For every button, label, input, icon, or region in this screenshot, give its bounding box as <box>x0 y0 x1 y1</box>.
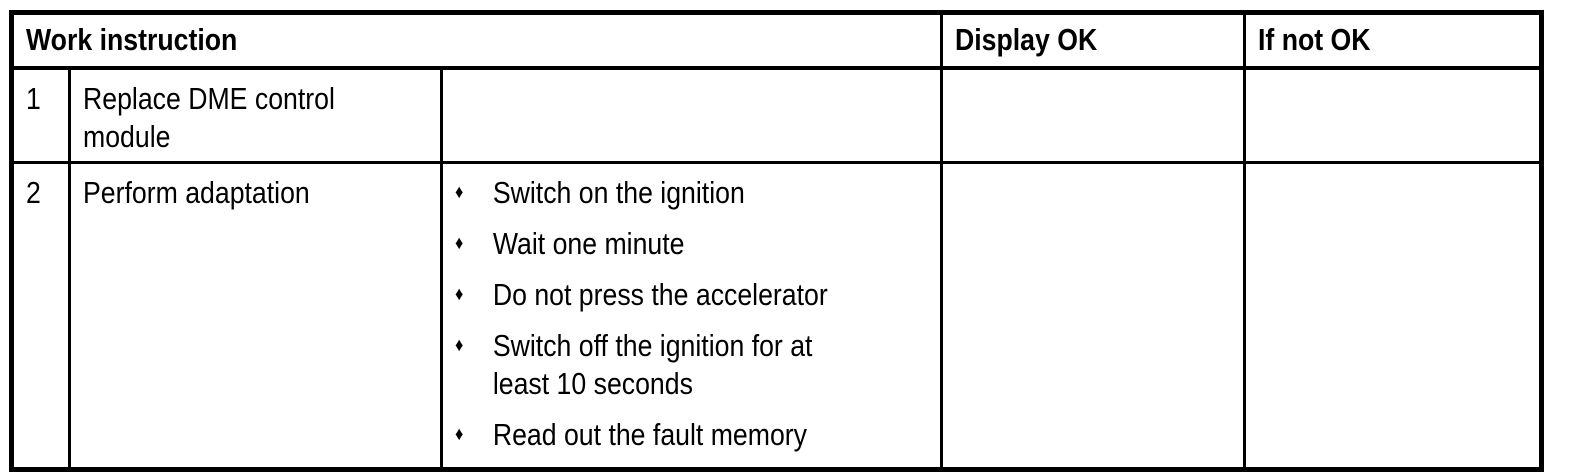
step-text: Do not press the accelerator <box>492 277 828 312</box>
header-work-instruction-label: Work instruction <box>26 22 238 58</box>
row-2-task-cell: Perform adaptation <box>68 161 443 471</box>
header-row: Work instruction Display OK If not OK <box>9 11 1544 70</box>
list-item: ♦ Do not press the accelerator <box>455 276 864 314</box>
diamond-bullet-icon: ♦ <box>455 182 464 203</box>
table-row-2: 2 Perform adaptation ♦ Switch on the ign… <box>10 161 1544 471</box>
diamond-bullet-icon: ♦ <box>455 284 464 305</box>
row-2-display-ok-cell <box>940 161 1247 471</box>
header-if-not-ok: If not OK <box>1243 11 1544 70</box>
row-1-steps-cell <box>439 66 944 164</box>
step-text: Switch on the ignition <box>492 175 745 210</box>
header-if-not-ok-label: If not OK <box>1258 22 1371 58</box>
step-list: ♦ Switch on the ignition ♦ Wait one minu… <box>455 174 930 454</box>
row-2-task: Perform adaptation <box>83 175 310 210</box>
table-row-1: 1 Replace DME control module <box>10 66 1544 164</box>
row-1-if-not-ok-cell <box>1243 66 1544 164</box>
diamond-bullet-icon: ♦ <box>455 424 464 445</box>
row-1-number: 1 <box>26 80 41 116</box>
work-instruction-table: Work instruction Display OK If not OK 1 … <box>9 10 1545 472</box>
list-item: ♦ Wait one minute <box>455 225 864 263</box>
list-item: ♦ Switch on the ignition <box>455 174 864 212</box>
row-1-task-cell: Replace DME control module <box>68 66 443 164</box>
row-1-number-cell: 1 <box>10 66 71 164</box>
step-text: Read out the fault memory <box>492 417 807 452</box>
header-display-ok: Display OK <box>940 11 1247 70</box>
row-1-display-ok-cell <box>940 66 1247 164</box>
list-item: ♦ Read out the fault memory <box>455 416 864 454</box>
diamond-bullet-icon: ♦ <box>455 335 464 356</box>
header-display-ok-label: Display OK <box>955 22 1098 58</box>
row-2-number-cell: 2 <box>10 161 71 471</box>
step-text: Switch off the ignition for at least 10 … <box>492 328 813 401</box>
row-2-number: 2 <box>26 175 41 210</box>
list-item: ♦ Switch off the ignition for at least 1… <box>455 327 864 403</box>
row-1-task: Replace DME control module <box>83 80 335 154</box>
step-text: Wait one minute <box>492 226 685 261</box>
header-work-instruction: Work instruction <box>9 11 944 70</box>
row-2-steps-cell: ♦ Switch on the ignition ♦ Wait one minu… <box>439 161 944 471</box>
diamond-bullet-icon: ♦ <box>455 233 464 254</box>
row-2-if-not-ok-cell <box>1243 161 1544 471</box>
